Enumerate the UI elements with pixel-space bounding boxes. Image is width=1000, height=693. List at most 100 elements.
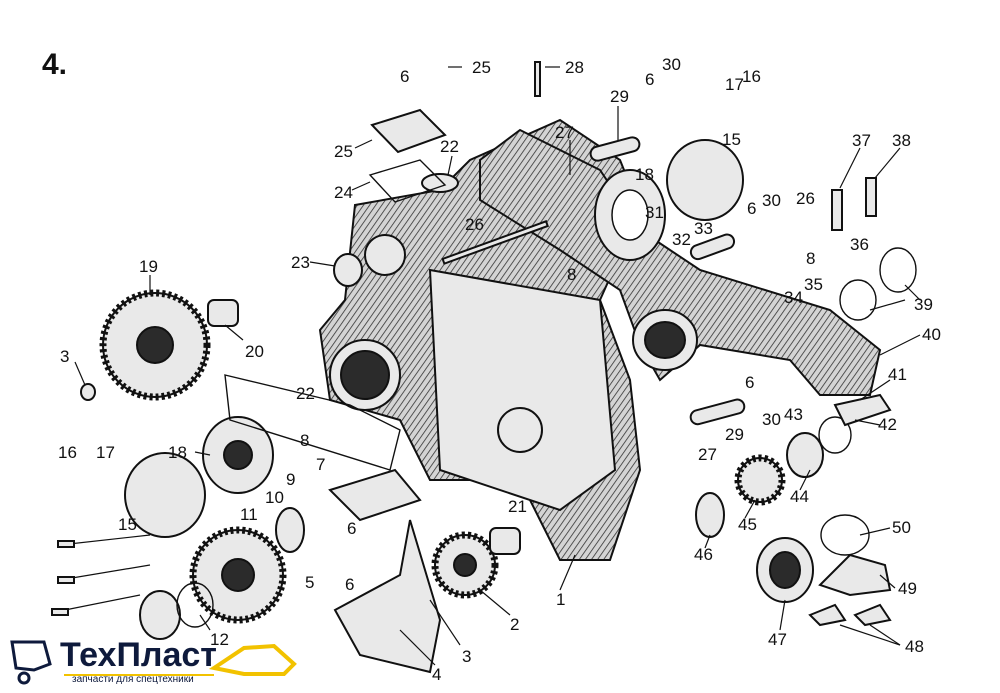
pin-29-top: [589, 136, 641, 162]
gear-2-teeth: [431, 531, 499, 599]
callout-17-left: 17: [96, 443, 115, 462]
cover-plate-top: [666, 139, 744, 221]
callout-15-top: 15: [722, 130, 741, 149]
callout-34: 34: [784, 288, 803, 307]
callout-42: 42: [878, 415, 897, 434]
cover-plate-left: [124, 452, 206, 538]
callout-30-lower: 30: [762, 410, 781, 429]
bushing-20-left: [207, 299, 239, 327]
callout-18-left: 18: [168, 443, 187, 462]
callout-46: 46: [694, 545, 713, 564]
callout-29-lower: 29: [725, 425, 744, 444]
flange-plate-top-hole: [611, 189, 649, 241]
callout-27-top: 27: [555, 123, 574, 142]
callout-50: 50: [892, 518, 911, 537]
callout-47: 47: [768, 630, 787, 649]
callout-8-left: 8: [300, 431, 309, 450]
gasket-21: [224, 374, 401, 471]
callout-18-top: 18: [635, 165, 654, 184]
callout-48: 48: [905, 637, 924, 656]
callout-3-bottom: 3: [462, 647, 471, 666]
callout-10: 10: [265, 488, 284, 507]
callout-20-left: 20: [245, 342, 264, 361]
housing-bore-center: [497, 407, 543, 453]
bearing-10: [275, 507, 305, 553]
callout-15-left: 15: [118, 515, 137, 534]
callout-24: 25: [334, 142, 353, 161]
callout-41: 41: [888, 365, 907, 384]
callout-1: 1: [556, 590, 565, 609]
bracket-41: [833, 393, 892, 427]
figure-number: 4.: [42, 48, 67, 81]
bolt-38: [865, 177, 877, 217]
gear-19-hub: [136, 326, 174, 364]
link-48-a: [808, 603, 847, 627]
callout-8-right: 8: [806, 249, 815, 268]
callout-45: 45: [738, 515, 757, 534]
callout-11: 11: [240, 505, 258, 524]
callout-20-right: 21: [508, 497, 527, 516]
pin-29-bottom: [689, 398, 746, 426]
pin-33: [689, 233, 736, 261]
bearing-46: [695, 492, 725, 538]
callout-33: 33: [694, 219, 713, 238]
shaft-26: [441, 220, 549, 265]
plate-7: [328, 468, 422, 522]
callout-22-left: 23: [291, 253, 310, 272]
callout-23: 24: [334, 183, 353, 202]
sleeve-22-top: [421, 173, 459, 193]
callout-17-top: 17: [725, 75, 744, 94]
callout-6-bottom: 6: [345, 575, 354, 594]
bracket-4: [333, 519, 442, 674]
callout-6-right: 6: [645, 70, 654, 89]
bolt-37: [831, 189, 843, 231]
sleeve-22-left: [333, 253, 363, 287]
gear-2-hub: [453, 553, 477, 577]
washer-3: [80, 383, 96, 401]
link-48-b: [853, 603, 892, 627]
callout-21: 22: [296, 384, 315, 403]
ring-43: [818, 416, 852, 454]
gear-11-teeth: [189, 526, 287, 624]
callout-35: 35: [804, 275, 823, 294]
callout-19: 19: [139, 257, 158, 276]
callout-49: 49: [898, 579, 917, 598]
callout-16-top: 16: [742, 67, 761, 86]
brand-logo: ТехПласт запчасти для спецтехники: [4, 634, 304, 690]
callout-2: 2: [510, 615, 519, 634]
callout-30-top: 30: [662, 55, 681, 74]
bushing-20-right: [489, 527, 521, 555]
gear-45-teeth: [734, 454, 786, 506]
bearing-12: [139, 590, 181, 640]
brand-tagline: запчасти для спецтехники: [72, 674, 194, 685]
bolt-28: [534, 61, 541, 97]
callout-6-lower: 6: [745, 373, 754, 392]
leader-lines: [74, 66, 921, 666]
callout-9: 9: [286, 470, 295, 489]
bracket-49: [818, 553, 892, 597]
callout-8-center: 8: [567, 265, 576, 284]
flange-18-hub: [223, 440, 253, 470]
callout-36: 36: [850, 235, 869, 254]
gasket-23: [368, 159, 447, 203]
bearing-44: [786, 432, 824, 478]
housing-bore-left-inner: [340, 350, 390, 400]
callout-6-top: 6: [400, 67, 409, 86]
callout-25-top: 25: [472, 58, 491, 77]
callout-38: 38: [892, 131, 911, 150]
callout-27-lower: 27: [698, 445, 717, 464]
cover-24: [370, 108, 447, 154]
callout-25-right: 26: [796, 189, 815, 208]
callout-5: 5: [305, 573, 314, 592]
gear-11-hub: [221, 558, 255, 592]
gear-19-teeth: [99, 289, 211, 401]
seal-39-b: [879, 247, 917, 293]
brand-name: ТехПласт: [60, 636, 217, 674]
callout-16-left: 16: [58, 443, 77, 462]
callout-40: 40: [922, 325, 941, 344]
callout-43: 43: [784, 405, 803, 424]
arm-bore-inner: [644, 321, 686, 359]
callout-32: 32: [672, 230, 691, 249]
housing-bore-top: [364, 234, 406, 276]
